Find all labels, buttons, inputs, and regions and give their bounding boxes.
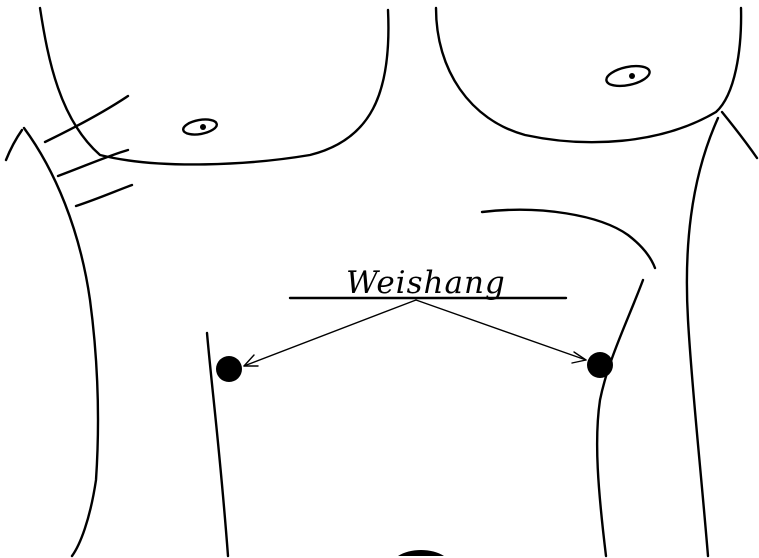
left-leader-line xyxy=(244,300,416,366)
rib-line-2 xyxy=(58,150,128,176)
right-leader-line xyxy=(416,300,586,360)
point-label: Weishang xyxy=(346,265,506,301)
left-flank-outline xyxy=(24,128,98,556)
acupoint-left xyxy=(216,356,242,382)
right-flank-outline xyxy=(687,118,718,556)
left-pectoral-outline xyxy=(40,8,388,164)
right-armpit-line xyxy=(722,112,757,158)
rib-line-1 xyxy=(45,96,128,142)
acupoint-markers xyxy=(216,352,613,382)
right-nipple-center xyxy=(629,73,635,79)
point-label-group: Weishang xyxy=(244,265,586,366)
right-nipple xyxy=(605,63,652,90)
left-arrowhead xyxy=(244,355,258,366)
right-pectoral-outline xyxy=(436,8,741,142)
rib-line-3 xyxy=(76,185,132,206)
right-rectus-line xyxy=(597,280,643,556)
acupoint-right xyxy=(587,352,613,378)
navel xyxy=(398,550,444,556)
costal-arch-line xyxy=(482,210,655,268)
left-nipple-center xyxy=(200,124,206,130)
left-armpit-line xyxy=(6,130,22,160)
